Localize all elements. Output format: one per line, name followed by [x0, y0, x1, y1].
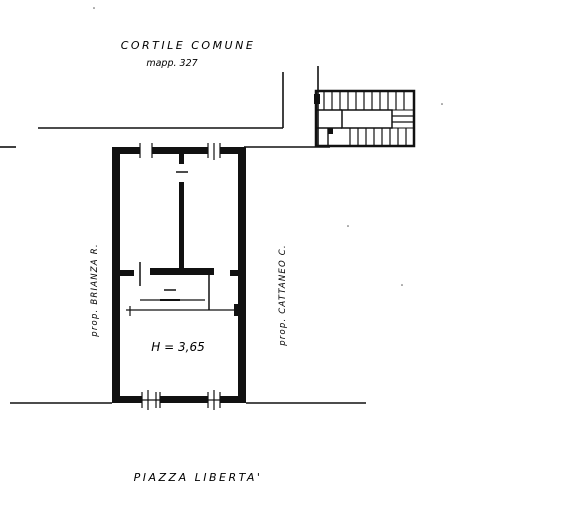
east-neighbor-label: prop. CATTANEO C.: [278, 244, 288, 347]
scan-speck: [401, 284, 403, 286]
parcel-label: mapp. 327: [146, 58, 197, 69]
building-walls: [112, 147, 246, 403]
room-height-label: H = 3,65: [151, 340, 204, 354]
scan-speck: [441, 103, 443, 105]
staircase: [314, 89, 416, 148]
scan-speck: [93, 7, 95, 9]
scan-speck: [347, 225, 349, 227]
west-neighbor-label: prop. BRIANZA R.: [90, 243, 100, 337]
interior-partitions: [120, 154, 240, 316]
square-label: PIAZZA LIBERTA': [134, 471, 263, 484]
window-marks: [139, 143, 221, 410]
courtyard-boundary: [0, 66, 330, 148]
courtyard-label: CORTILE COMUNE: [121, 39, 256, 52]
